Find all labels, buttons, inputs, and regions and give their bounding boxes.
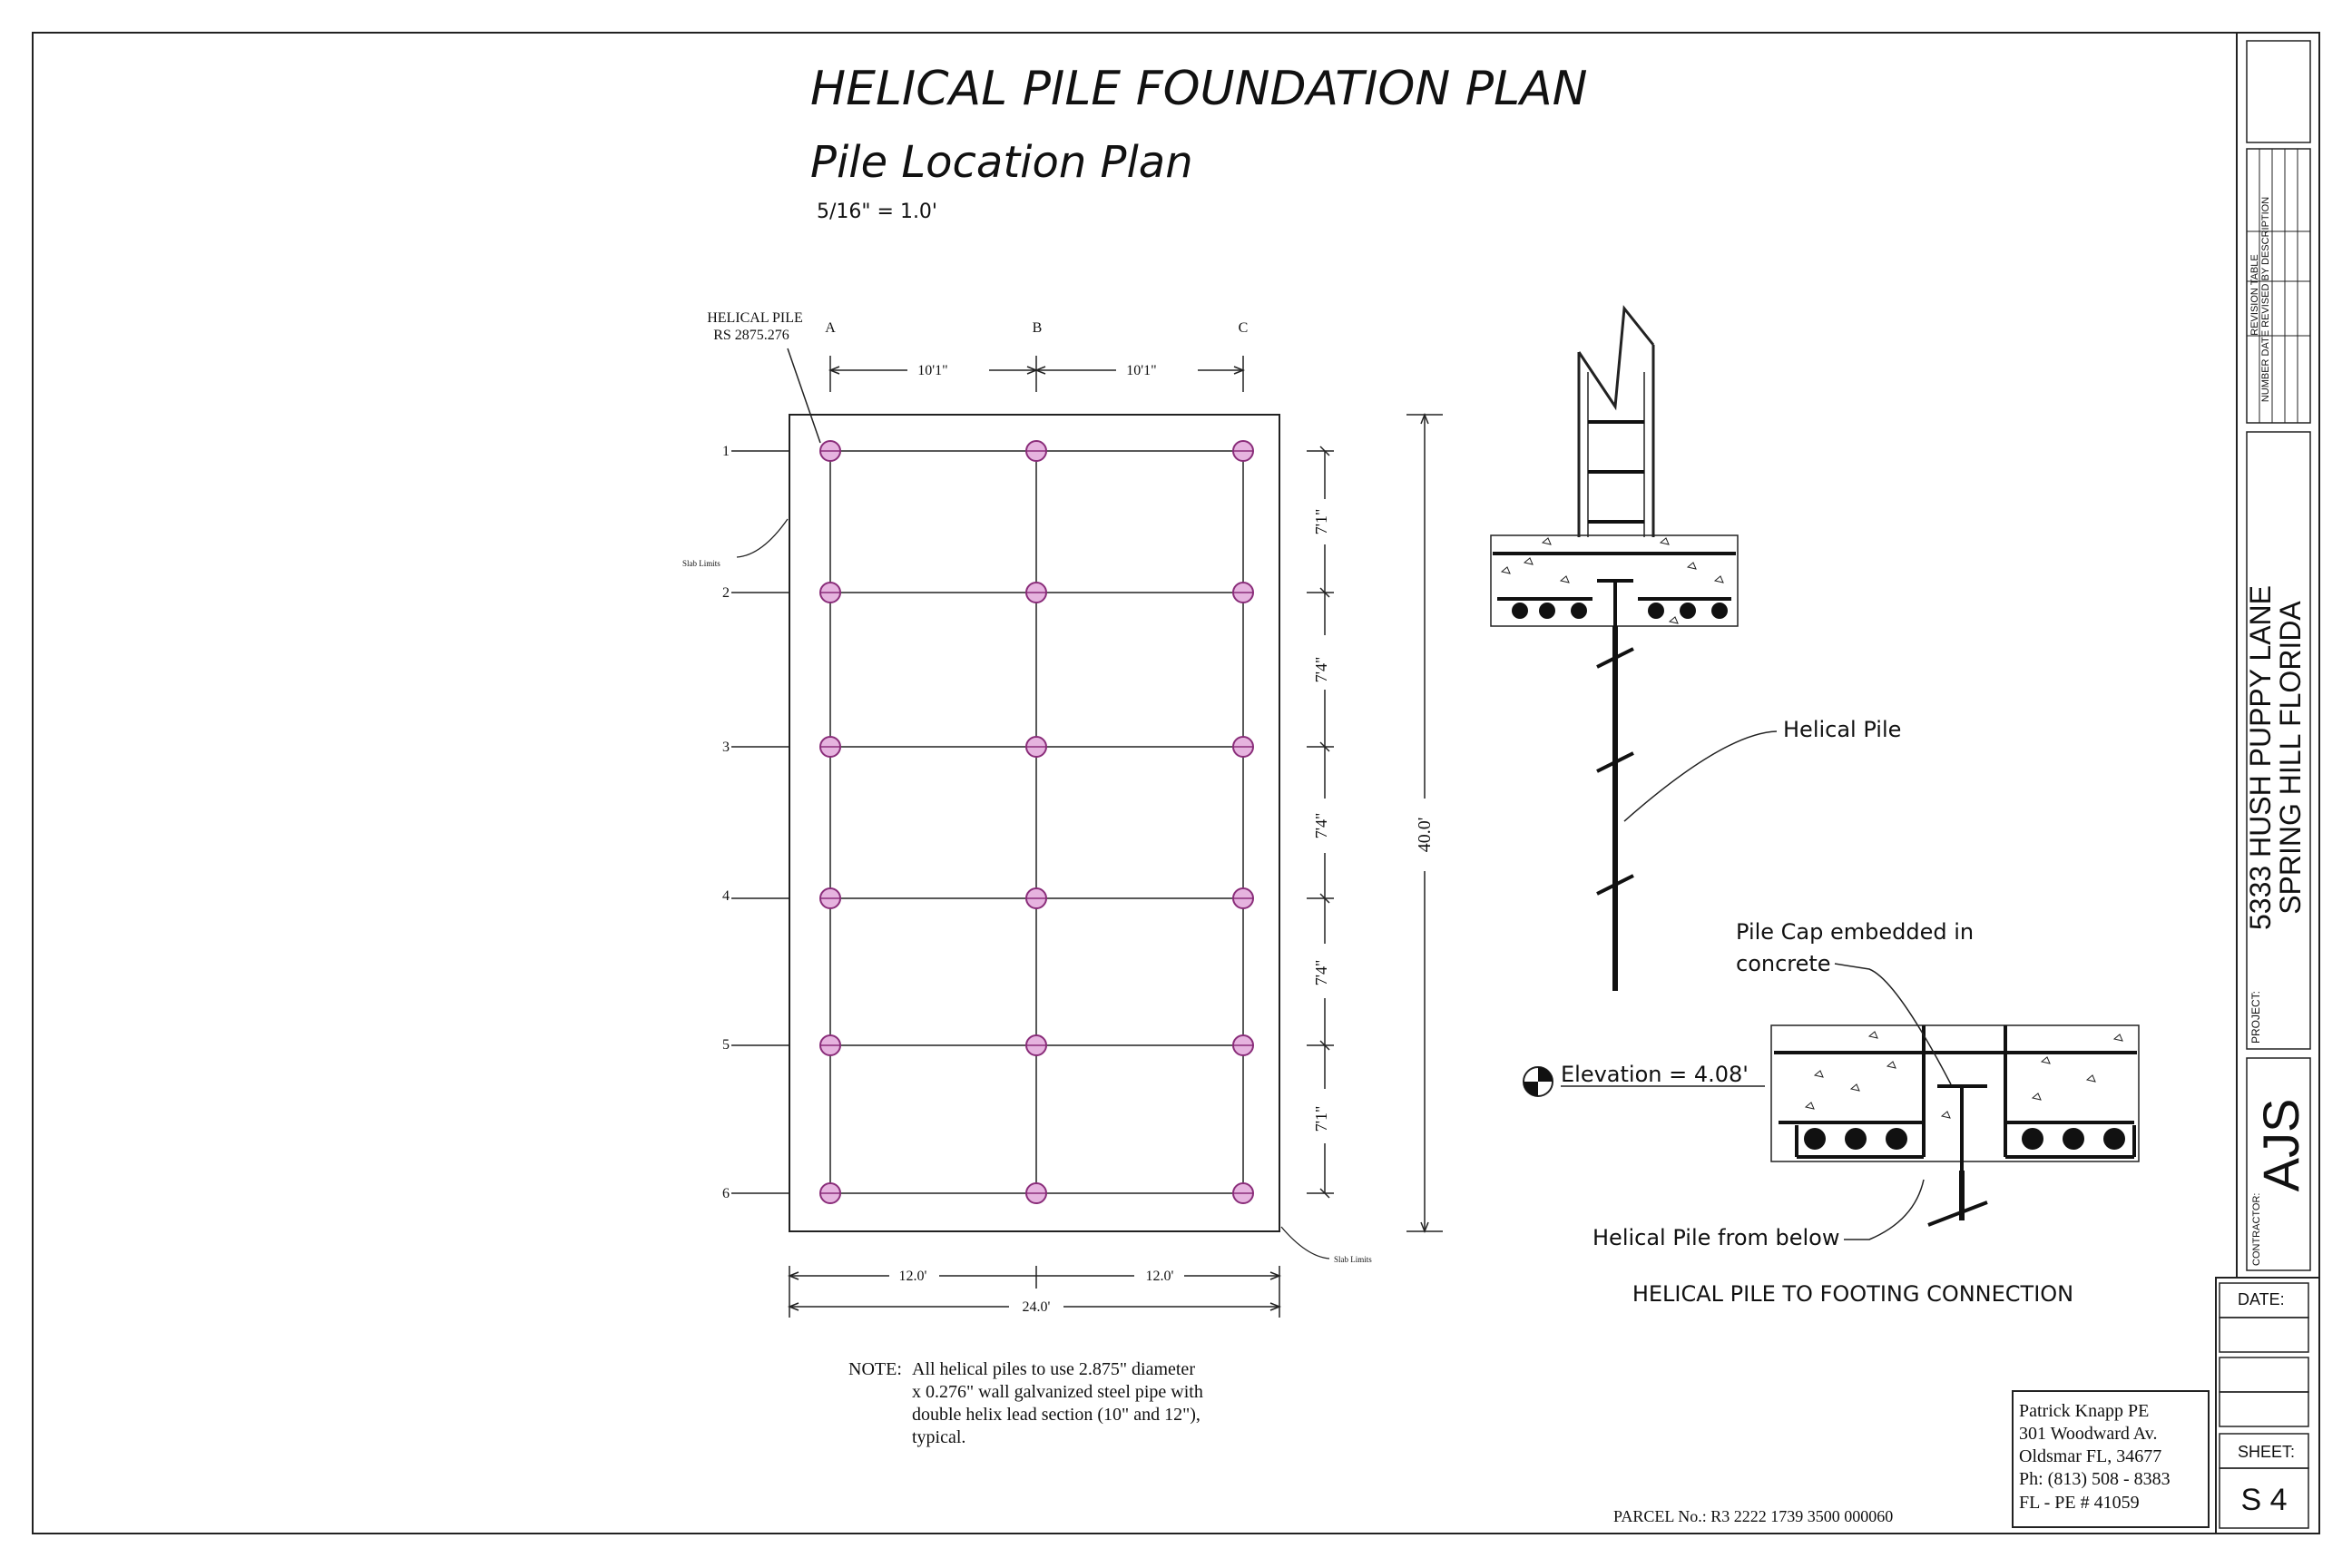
side-dim-2: 7'4" — [1312, 657, 1330, 683]
slab-outline — [789, 414, 1280, 1232]
revision-table-grid — [2247, 149, 2310, 423]
overall-height-dimension — [1406, 412, 1443, 1234]
slab-limits-leader-right — [1280, 1226, 1330, 1259]
row-label-1: 1 — [722, 444, 730, 459]
row-label-6: 6 — [722, 1186, 730, 1201]
footing-bars-upper — [1512, 603, 1728, 619]
top-dim-bc: 10'1" — [1126, 363, 1156, 378]
top-dimension — [828, 356, 1246, 392]
grid-lines — [829, 450, 1244, 1194]
slab-limits-label-left: Slab Limits — [682, 559, 720, 568]
column-wall — [1577, 305, 1655, 537]
note-line-3: double helix lead section (10" and 12"), — [912, 1405, 1200, 1425]
pile-cap-lower — [1927, 1084, 1988, 1227]
sheet-label: SHEET: — [2238, 1443, 2295, 1461]
column-label-c: C — [1239, 320, 1249, 336]
top-dim-ab: 10'1" — [917, 363, 947, 378]
overall-width: 24.0' — [1023, 1299, 1051, 1315]
contractor-label: CONTRACTOR: — [2251, 1193, 2262, 1266]
row-label-4: 4 — [722, 888, 730, 904]
pile-cap-upper — [1597, 579, 1633, 626]
side-dim-5: 7'1" — [1312, 1106, 1330, 1132]
pile-callout-line2: RS 2875.276 — [713, 328, 789, 343]
contractor-name: AJS — [2252, 1099, 2309, 1192]
general-note: NOTE: All helical piles to use 2.875" di… — [848, 1359, 1203, 1447]
slab-limits-leader-left — [736, 518, 789, 558]
footing-rebar-lower — [1774, 1025, 2137, 1159]
column-label-a: A — [825, 320, 836, 336]
pile-markers — [819, 440, 1254, 1204]
pile-cap-label-line1: Pile Cap embedded in — [1736, 919, 1974, 945]
revision-table-columns: NUMBER DATE REVISED BY DESCRIPTION — [2260, 197, 2271, 402]
footing-lower — [1770, 1024, 2140, 1162]
note-line-2: x 0.276" wall galvanized steel pipe with — [912, 1382, 1203, 1402]
row-label-3: 3 — [722, 740, 730, 755]
elevation-marker-icon — [1523, 1066, 1553, 1097]
bottom-dimension — [787, 1266, 1282, 1318]
row-leaders — [731, 450, 789, 1194]
side-dim-1: 7'1" — [1312, 509, 1330, 535]
footing-rebar-upper — [1493, 552, 1736, 601]
row-label-5: 5 — [722, 1037, 730, 1053]
date-sheet-block: DATE: SHEET: S 4 — [2215, 1277, 2320, 1534]
project-city: SPRING HILL FLORIDA — [2274, 601, 2307, 915]
drawing-subtitle: Pile Location Plan — [810, 137, 1193, 188]
column-ties — [1588, 420, 1644, 524]
revision-table-title: REVISION TABLE — [2249, 254, 2260, 335]
note-line-1: All helical piles to use 2.875" diameter — [912, 1359, 1195, 1379]
bottom-dim-right: 12.0' — [1146, 1269, 1174, 1284]
drawing-scale: 5/16" = 1.0' — [817, 201, 937, 223]
concrete-aggregate-lower — [1804, 1031, 2123, 1119]
revision-table — [2246, 148, 2311, 424]
project-box — [2246, 431, 2311, 1050]
column-label-b: B — [1033, 320, 1043, 336]
project-address: 5333 HUSH PUPPY LANE — [2244, 585, 2277, 930]
sheet-number: S 4 — [2240, 1483, 2287, 1517]
title-block: REVISION TABLE NUMBER DATE REVISED BY DE… — [2236, 32, 2320, 1279]
side-dimension — [1307, 446, 1334, 1199]
helical-pile-shaft — [1596, 626, 1634, 991]
pile-location-plan: A B C 1 2 3 4 5 6 HELICAL PILE RS 2875.2… — [682, 310, 1443, 1318]
engineer-city: Oldsmar FL, 34677 — [2019, 1446, 2161, 1466]
engineer-name: Patrick Knapp PE — [2019, 1401, 2149, 1421]
pile-from-below-leader — [1844, 1179, 1925, 1240]
pile-callout-line1: HELICAL PILE — [707, 310, 803, 326]
note-line-4: typical. — [912, 1427, 965, 1447]
pile-cap-leader — [1834, 963, 1952, 1085]
note-label: NOTE: — [848, 1359, 902, 1379]
engineer-license: FL - PE # 41059 — [2019, 1493, 2140, 1513]
engineer-phone: Ph: (813) 508 - 8383 — [2019, 1469, 2171, 1489]
bottom-dim-left: 12.0' — [899, 1269, 927, 1284]
side-dim-4: 7'4" — [1312, 960, 1330, 986]
footing-bars-lower — [1804, 1128, 2125, 1150]
engineer-address: 301 Woodward Av. — [2019, 1424, 2157, 1444]
helical-pile-leader — [1623, 730, 1778, 822]
pile-callout-leader — [787, 348, 821, 444]
pile-cap-label-line2: concrete — [1736, 951, 1831, 976]
project-label: PROJECT: — [2249, 991, 2262, 1044]
date-label: DATE: — [2238, 1290, 2285, 1308]
footing-section-upper: Helical Pile — [1490, 305, 1901, 991]
contractor-box — [2246, 1057, 2311, 1271]
helical-pile-label: Helical Pile — [1783, 717, 1901, 742]
sheet-border — [32, 32, 2320, 1534]
footing-section-lower: Elevation = 4.08' Pile Cap embedded in c… — [1523, 919, 2140, 1307]
concrete-aggregate-upper — [1500, 537, 1724, 624]
row-label-2: 2 — [722, 585, 730, 601]
slab-limits-label-right: Slab Limits — [1334, 1255, 1372, 1264]
drawing-title: HELICAL PILE FOUNDATION PLAN — [810, 62, 1588, 116]
parcel-number: PARCEL No.: R3 2222 1739 3500 000060 — [1613, 1507, 1893, 1525]
overall-height: 40.0' — [1415, 818, 1435, 853]
pile-from-below-label: Helical Pile from below — [1592, 1225, 1839, 1250]
detail-caption: HELICAL PILE TO FOOTING CONNECTION — [1632, 1281, 2073, 1307]
column-inner-lines — [1587, 372, 1645, 537]
elevation-label: Elevation = 4.08' — [1561, 1062, 1749, 1087]
engineer-block: Patrick Knapp PE 301 Woodward Av. Oldsma… — [2012, 1390, 2210, 1528]
side-dim-3: 7'4" — [1312, 813, 1330, 839]
